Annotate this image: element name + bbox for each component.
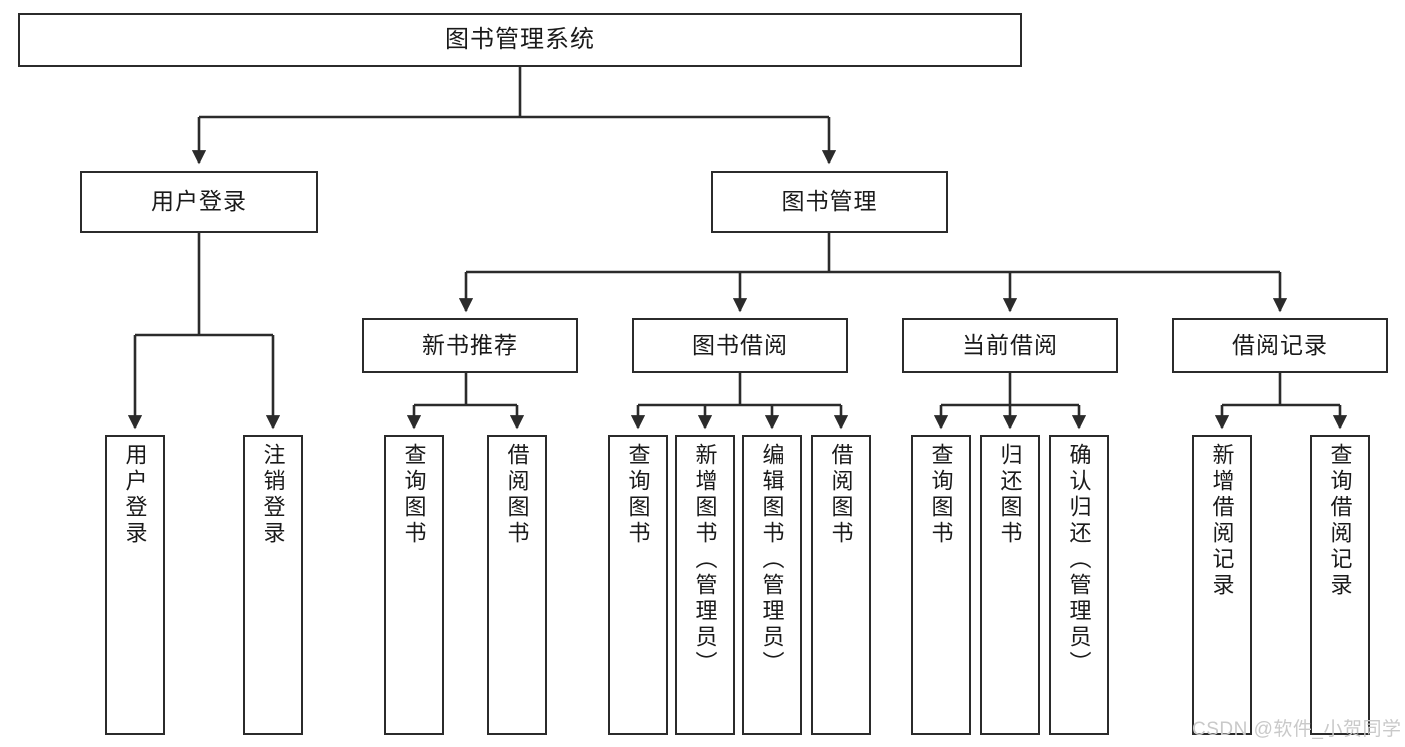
- leaf-borrow-borrow-book[interactable]: 借阅图书: [811, 435, 871, 735]
- node-label: 用户登录: [151, 188, 247, 215]
- node-root-library-system[interactable]: 图书管理系统: [18, 13, 1022, 67]
- node-label: 查询借阅记录: [1327, 443, 1353, 599]
- watermark-text: CSDN @软件_小贺同学: [1192, 719, 1402, 740]
- node-label: 借阅图书: [504, 443, 530, 547]
- node-label: 查询图书: [625, 443, 651, 547]
- node-book-borrow[interactable]: 图书借阅: [632, 318, 848, 373]
- leaf-borrow-add-book-admin[interactable]: 新增图书（管理员）: [675, 435, 735, 735]
- leaf-borrow-edit-book-admin[interactable]: 编辑图书（管理员）: [742, 435, 802, 735]
- node-label: 新增图书（管理员）: [692, 443, 718, 677]
- leaf-new-book-borrow[interactable]: 借阅图书: [487, 435, 547, 735]
- node-borrow-record[interactable]: 借阅记录: [1172, 318, 1388, 373]
- node-label: 借阅记录: [1232, 331, 1328, 358]
- node-label: 当前借阅: [962, 331, 1058, 358]
- node-label: 新书推荐: [422, 331, 518, 358]
- node-label: 图书管理: [781, 188, 878, 215]
- node-book-management[interactable]: 图书管理: [711, 171, 948, 233]
- leaf-new-book-query[interactable]: 查询图书: [384, 435, 444, 735]
- node-current-borrow[interactable]: 当前借阅: [902, 318, 1118, 373]
- node-label: 图书借阅: [692, 331, 788, 358]
- node-label: 用户登录: [122, 443, 148, 547]
- node-user-login[interactable]: 用户登录: [80, 171, 318, 233]
- node-label: 查询图书: [401, 443, 427, 547]
- leaf-user-login-login[interactable]: 用户登录: [105, 435, 165, 735]
- node-new-book-recommend[interactable]: 新书推荐: [362, 318, 578, 373]
- node-label: 确认归还（管理员）: [1066, 443, 1092, 677]
- node-label: 编辑图书（管理员）: [759, 443, 785, 677]
- leaf-borrow-query-book[interactable]: 查询图书: [608, 435, 668, 735]
- node-label: 新增借阅记录: [1209, 443, 1235, 599]
- leaf-record-query-borrow-record[interactable]: 查询借阅记录: [1310, 435, 1370, 735]
- node-label: 查询图书: [928, 443, 954, 547]
- leaf-user-login-logout[interactable]: 注销登录: [243, 435, 303, 735]
- node-label: 归还图书: [997, 443, 1023, 547]
- leaf-current-return-book[interactable]: 归还图书: [980, 435, 1040, 735]
- leaf-current-query-book[interactable]: 查询图书: [911, 435, 971, 735]
- node-label: 借阅图书: [828, 443, 854, 547]
- leaf-current-confirm-return-admin[interactable]: 确认归还（管理员）: [1049, 435, 1109, 735]
- leaf-record-add-borrow-record[interactable]: 新增借阅记录: [1192, 435, 1252, 735]
- node-label: 注销登录: [260, 443, 286, 547]
- node-label: 图书管理系统: [445, 25, 595, 53]
